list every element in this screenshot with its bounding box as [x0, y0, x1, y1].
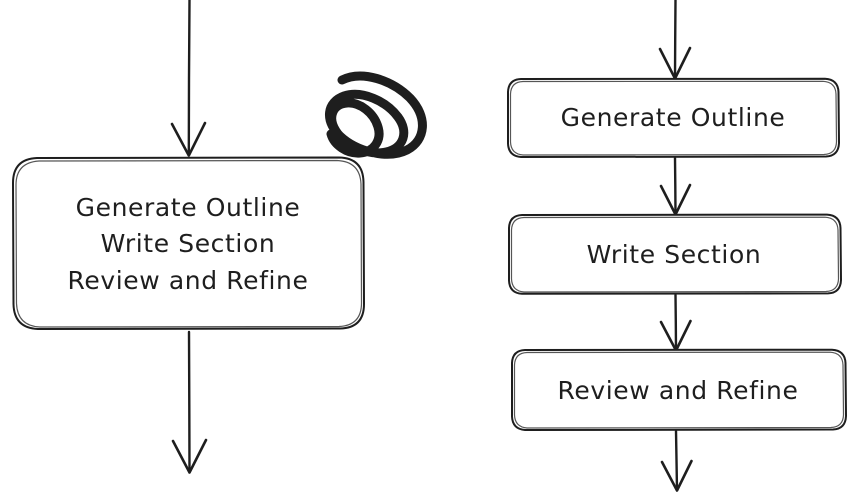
node-write-section[interactable]: Write Section	[508, 213, 842, 295]
node-generate-outline[interactable]: Generate Outline	[507, 77, 840, 158]
node-write-section-label: Write Section	[587, 240, 762, 269]
left-panel: Generate Outline Write Section Review an…	[12, 0, 427, 474]
node-generate-outline-label: Generate Outline	[561, 103, 786, 132]
left-outgoing-arrow	[171, 330, 208, 474]
right-outgoing-arrow	[660, 429, 693, 492]
merged-node-line-3: Review and Refine	[68, 266, 309, 295]
node-review-and-refine-label: Review and Refine	[558, 376, 799, 405]
merged-node-box[interactable]	[12, 156, 365, 330]
right-incoming-arrow	[658, 0, 692, 80]
merged-node-line-2: Write Section	[101, 229, 276, 258]
connector-outline-to-write	[659, 156, 692, 216]
left-incoming-arrow	[170, 0, 207, 157]
merged-node-label: Generate Outline Write Section Review an…	[68, 193, 309, 295]
scribble-annotation	[325, 71, 427, 159]
right-panel: Generate Outline Write Section	[507, 0, 847, 492]
connector-write-to-review	[659, 293, 692, 352]
node-review-and-refine[interactable]: Review and Refine	[511, 348, 847, 431]
merged-node-line-1: Generate Outline	[76, 193, 301, 222]
